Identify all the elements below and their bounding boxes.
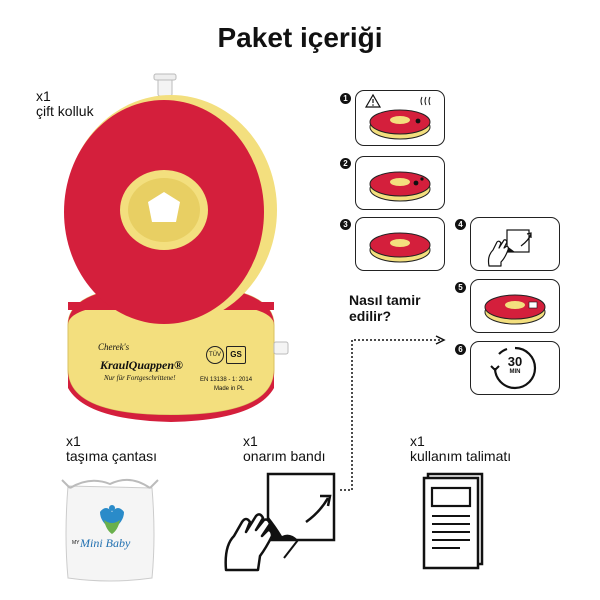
repair-patch-image xyxy=(224,472,336,572)
sleeves-count: x1 xyxy=(36,88,51,104)
step-1-box xyxy=(355,90,445,146)
bag-logo-prefix: MY xyxy=(72,540,80,546)
carry-bag-image xyxy=(61,478,159,582)
sleeves-label: x1 çift kolluk xyxy=(36,89,94,119)
top-sleeve xyxy=(64,95,277,325)
repair-question-line2: edilir? xyxy=(349,308,392,324)
manual-name: kullanım talimatı xyxy=(410,448,512,464)
brand-tagline-text: Nur für Fortgeschrittene! xyxy=(104,374,176,382)
step-5-box xyxy=(470,279,560,333)
bag-name: taşıma çantası xyxy=(66,448,158,464)
patch-name: onarım bandı xyxy=(243,448,326,464)
gs-mark: GS xyxy=(226,346,246,364)
step-3-box xyxy=(355,217,445,271)
minibaby-logo-icon xyxy=(100,505,124,534)
warning-icon xyxy=(364,93,382,108)
patch-count: x1 xyxy=(243,433,258,449)
standard-text: EN 13138 - 1: 2014 xyxy=(200,377,253,383)
manual-label: x1 kullanım talimatı xyxy=(410,434,511,464)
repair-question-line1: Nasıl tamir xyxy=(349,292,421,308)
dotted-connector xyxy=(340,335,446,491)
timer-unit: MIN xyxy=(509,369,521,375)
step-6-number: 6 xyxy=(455,344,466,355)
repair-question: Nasıl tamir edilir? xyxy=(349,292,421,324)
hand-icon xyxy=(224,513,274,572)
tuv-mark: TÜV xyxy=(206,346,224,364)
sleeves-name: çift kolluk xyxy=(36,103,94,119)
step-1-number: 1 xyxy=(340,93,351,104)
made-in-text: Made in PL xyxy=(214,386,245,392)
step-5-number: 5 xyxy=(455,282,466,293)
page-title: Paket içeriği xyxy=(217,22,383,53)
step-2-number: 2 xyxy=(340,158,351,169)
timer-value: 30 xyxy=(507,354,523,369)
step-4-box xyxy=(470,217,560,271)
swim-sleeves-image xyxy=(64,73,289,422)
patch-label: x1 onarım bandı xyxy=(243,434,326,464)
manual-count: x1 xyxy=(410,433,425,449)
timer-icon xyxy=(490,346,537,390)
step-6-box: 30 MIN xyxy=(470,341,560,395)
bag-label: x1 taşıma çantası xyxy=(66,434,157,464)
brand-name-text: KraulQuappen® xyxy=(100,358,183,372)
step-4-number: 4 xyxy=(455,219,466,230)
brand-top-text: Cherek's xyxy=(98,342,130,352)
step-2-box xyxy=(355,156,445,210)
bag-logo-brand: Mini Baby xyxy=(80,536,131,550)
bag-count: x1 xyxy=(66,433,81,449)
manual-image xyxy=(422,472,484,570)
step-3-number: 3 xyxy=(340,219,351,230)
